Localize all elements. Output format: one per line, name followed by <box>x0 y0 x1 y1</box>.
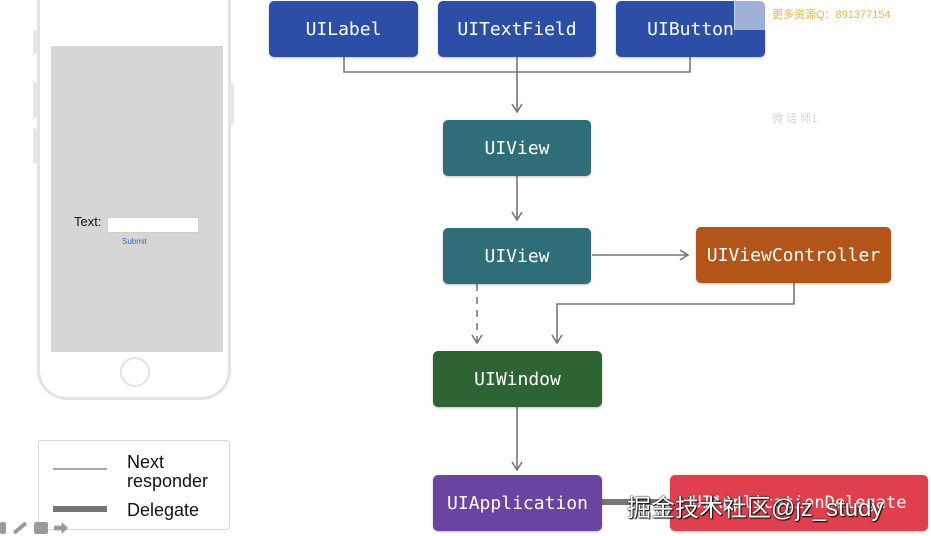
annotation-toolbar <box>0 520 68 536</box>
legend-next-responder: Next responder <box>127 452 209 491</box>
phone-side-button <box>33 82 37 118</box>
text-field-label: Text: <box>74 214 102 229</box>
legend-delegate: Delegate <box>127 500 200 520</box>
node-uiapplication: UIApplication <box>433 475 602 531</box>
pointer-icon[interactable] <box>0 522 6 534</box>
home-button[interactable] <box>120 357 150 387</box>
node-uiapplication-delegate: UIApplicationDelegate <box>670 475 928 531</box>
phone-side-button <box>33 30 37 54</box>
node-uiview-2: UIView <box>443 228 591 284</box>
phone-screen: Text: Submit <box>51 46 223 352</box>
watermark-top: 更多资源Q：891377154 <box>772 9 891 21</box>
document-icon[interactable] <box>34 522 48 534</box>
legend: Next responder Delegate <box>38 440 230 530</box>
phone-side-button <box>33 128 37 164</box>
node-uiview-1: UIView <box>443 120 591 176</box>
submit-button[interactable]: Submit <box>122 237 147 246</box>
text-input[interactable] <box>107 217 199 233</box>
legend-swatches <box>53 468 107 512</box>
watermark-bottom: 掘金技术社区@jz_study <box>627 495 884 522</box>
overlay-box <box>734 0 766 30</box>
arrow-right-icon[interactable] <box>54 522 68 534</box>
node-uilabel: UILabel <box>269 1 418 57</box>
phone-mockup: Text: Submit <box>37 0 231 400</box>
node-uiviewcontroller: UIViewController <box>696 227 891 283</box>
node-uitextfield: UITextField <box>438 1 596 57</box>
edge-controller-window <box>551 283 795 345</box>
phone-side-button <box>230 84 234 124</box>
pencil-icon[interactable] <box>12 521 28 535</box>
node-uiwindow: UIWindow <box>433 351 602 407</box>
watermark-mid: 微 话 师1 <box>772 113 818 125</box>
